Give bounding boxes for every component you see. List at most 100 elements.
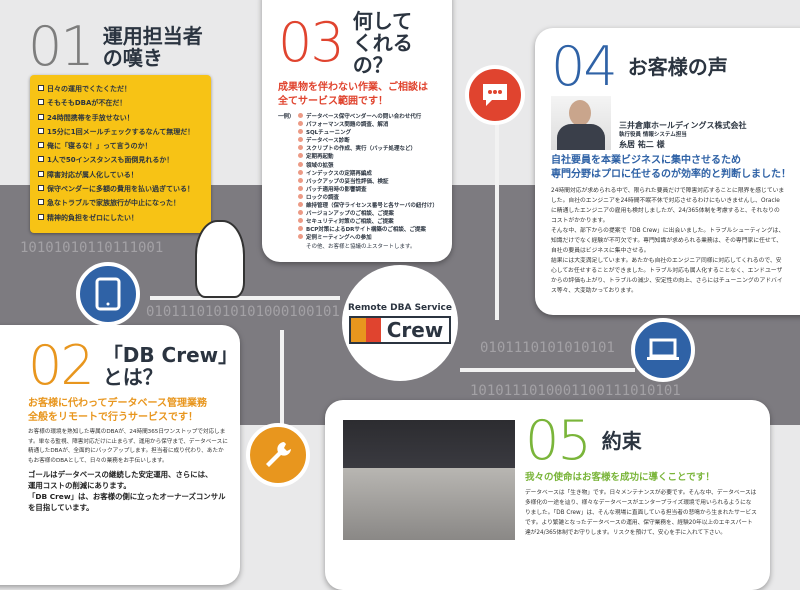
checkbox-icon — [38, 156, 44, 163]
lead-line: 成果物を伴わない作業、ご相談は — [278, 82, 428, 93]
service-text: パッチ適用時の影響調査 — [306, 186, 367, 193]
service-text: スクリプトの作成、実行（バッチ処理など） — [306, 146, 417, 153]
service-item: セキュリティ対策のご相談、ご提案 — [298, 218, 438, 226]
section-goal: ゴールはデータベースの継続した安定運用、さらには、 運用コストの削減にあります。… — [28, 469, 240, 513]
service-item: データベース診断 — [298, 137, 438, 145]
lead-line: 専門分野はプロに任せるのが効率的と判断しました！ — [551, 169, 791, 180]
checkbox-icon — [38, 170, 44, 177]
checkbox-icon — [38, 99, 44, 106]
checklist-text: 1人で50インスタンスも面倒見れるか！ — [47, 156, 174, 165]
paragraph: そんな中、部下からの提案で「DB Crew」に出会いました。トラブルシューティン… — [551, 228, 785, 254]
bullet-icon — [298, 202, 303, 208]
service-item: ロックの調査 — [298, 193, 438, 202]
chat-bubble-icon — [465, 65, 525, 125]
checklist-item: 精神的負担をゼロにしたい！ — [38, 211, 203, 225]
list-footer: その他、お客様と協議の上スタートします。 — [306, 243, 416, 250]
service-text: SQLチューニング — [306, 130, 352, 137]
title-line: の嘆き — [102, 46, 163, 70]
section-body: お客様の環境を熟知した専属のDBAが、24時間365日ワンストップで対応します。… — [28, 429, 228, 464]
service-item: 定期再起動 — [298, 153, 438, 161]
checkbox-icon — [38, 213, 44, 220]
title-line: くれるの？ — [352, 31, 413, 77]
section-05-card: 05 約束 我々の使命はお客様を成功に導くことです！ データベースは「生き物」で… — [325, 400, 770, 590]
section-lead: 自社要員を本業ビジネスに集中させるため 専門分野はプロに任せるのが効率的と判断し… — [551, 154, 800, 182]
service-item: バージョンアップのご相談、ご提案 — [298, 210, 438, 218]
circuit-line — [460, 368, 635, 372]
checklist-item: 俺に「寝るな！」って言うのか！ — [38, 139, 203, 153]
bullet-icon — [298, 129, 303, 135]
checklist-text: そもそもDBAが不在だ！ — [47, 99, 127, 108]
service-item: バックアップの妥当性評価、検証 — [298, 177, 438, 186]
checklist-text: 障害対応が属人化している！ — [47, 170, 138, 179]
person-name: 糸居 祐二 様 — [619, 140, 665, 149]
goal-line: 運用コストの削減にあります。 — [28, 481, 131, 490]
section-03-card: 03 何して くれるの？ 成果物を伴わない作業、ご相談は 全てサービス範囲です！… — [262, 0, 452, 262]
bullet-icon — [298, 193, 303, 199]
logo-db-mark — [350, 317, 381, 342]
service-text: 定期再起動 — [306, 154, 334, 161]
binary-text: 10101010110111001 — [20, 240, 164, 256]
bullet-icon — [298, 153, 303, 159]
bullet-icon — [298, 113, 303, 118]
service-text: BCP対策によるDRサイト構築のご相談、ご提案 — [306, 227, 426, 234]
service-text: バックアップの妥当性評価、検証 — [306, 178, 389, 185]
title-line: 運用担当者 — [102, 24, 203, 48]
service-item: 領域の拡張 — [298, 161, 438, 170]
checklist-item: そもそもDBAが不在だ！ — [38, 96, 203, 110]
person-position: 執行役員 情報システム担当 — [619, 132, 687, 138]
logo-name: Crew — [386, 317, 444, 342]
circuit-line — [150, 296, 340, 300]
lead-line: 自社要員を本業ビジネスに集中させるため — [551, 155, 741, 166]
title-line: 「DB Crew」 — [102, 343, 239, 367]
checklist-text: 急なトラブルで家族旅行が中止になった！ — [47, 199, 180, 208]
section-title: 約束 — [601, 429, 642, 453]
bullet-icon — [298, 226, 303, 232]
checklist-text: 日々の運用でくたくただ！ — [47, 85, 131, 93]
service-text: パフォーマンス問題の調査、解消 — [306, 122, 389, 129]
checklist-item: 1人で50インスタンスも面倒見れるか！ — [38, 153, 203, 167]
goal-line: ゴールはデータベースの継続した安定運用、さらには、 — [28, 470, 213, 479]
service-item: 維持管理（保守ライセンス番号と各サーバの紐付け） — [298, 202, 438, 210]
title-line: 何して — [352, 9, 413, 33]
section-number: 04 — [551, 35, 618, 98]
checklist-item: 急なトラブルで家族旅行が中止になった！ — [38, 196, 203, 210]
checklist-text: 24時間携帯を手放せない！ — [47, 113, 134, 122]
circuit-line — [495, 120, 499, 320]
bullet-icon — [298, 145, 303, 151]
testimonial-body: 24時間対応が求められる中で、限られた要員だけで障害対応することに限界を感じてい… — [551, 186, 785, 296]
service-text: バージョンアップのご相談、ご提案 — [306, 211, 394, 218]
goal-line: を目指しています。 — [28, 503, 94, 512]
service-item: インデックスの定期再編成 — [298, 169, 438, 178]
bullet-icon — [298, 121, 303, 127]
company-name: 三井倉庫ホールディングス株式会社 — [619, 121, 747, 130]
bullet-icon — [298, 177, 303, 183]
section-02-card: 02 「DB Crew」 とは？ お客様に代わってデータベース管理業務 全般をリ… — [0, 325, 240, 585]
binary-text: 01011101010101000100101 — [146, 304, 340, 320]
section-title: 何して くれるの？ — [353, 10, 440, 76]
checklist-item: 障害対応が属人化している！ — [38, 168, 203, 182]
section-title: 運用担当者 の嘆き — [103, 25, 203, 69]
section-number: 03 — [278, 11, 345, 74]
section-number: 02 — [28, 334, 95, 397]
complaint-checklist: 日々の運用でくたくただ！ そもそもDBAが不在だ！ 24時間携帯を手放せない！ 15分… — [30, 75, 211, 233]
logo-tagline: Remote DBA Service — [348, 302, 452, 313]
service-text: データベース診断 — [306, 138, 350, 145]
checklist-item: 保守ベンダーに多額の費用を払い過ぎている！ — [38, 182, 203, 196]
wrench-icon — [246, 423, 310, 487]
worried-man-illustration — [195, 220, 245, 298]
service-text: 領域の拡張 — [306, 162, 334, 169]
checklist-text: 15分に1回メールチェックするなんて無理だ！ — [47, 127, 195, 136]
section-lead: 我々の使命はお客様を成功に導くことです！ — [525, 472, 715, 483]
section-body: データベースは「生き物」です。日々メンテナンスが必要です。そんな中、データベース… — [525, 490, 757, 536]
bullet-icon — [298, 161, 303, 167]
checklist-text: 精神的負担をゼロにしたい！ — [47, 213, 138, 222]
laptop-icon — [631, 318, 695, 382]
checkbox-icon — [38, 199, 44, 206]
service-item: データベース保守ベンダーへの問い合わせ代行 — [298, 113, 438, 121]
service-item: 定例ミーティングへの参加 — [298, 234, 438, 242]
lead-line: 全般をリモートで行うサービスです！ — [28, 412, 198, 423]
tablet-icon — [76, 262, 140, 326]
checklist-text: 俺に「寝るな！」って言うのか！ — [47, 142, 152, 151]
bullet-icon — [298, 234, 303, 240]
